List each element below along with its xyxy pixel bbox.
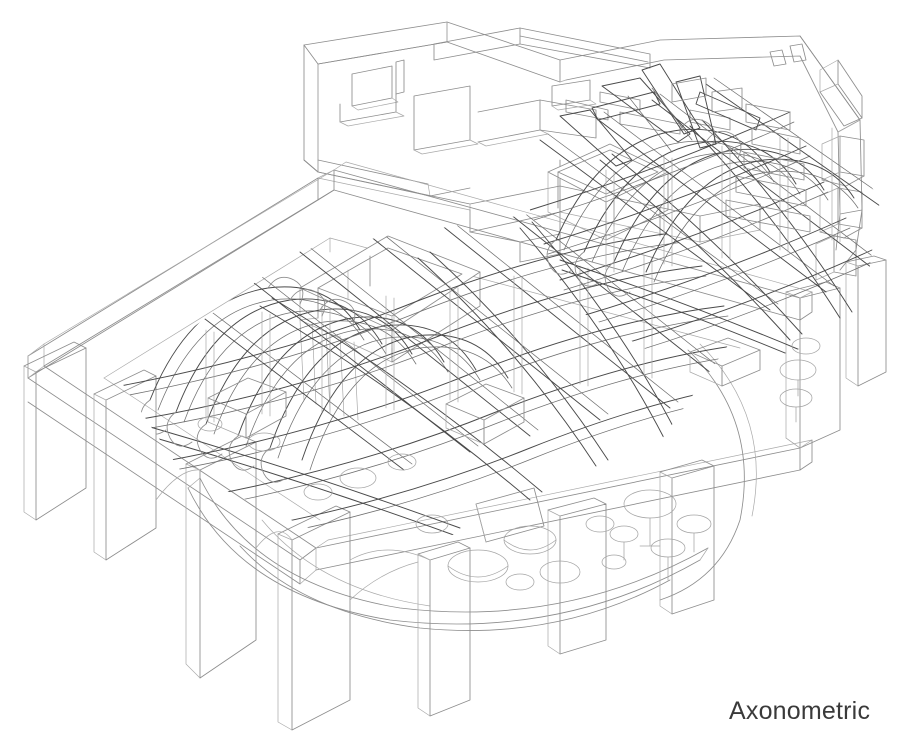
pilotis-columns-front [23,341,715,731]
curved-ground-plinth [187,343,757,631]
pilotis-columns-right [785,255,887,449]
canopy-upper-straps [559,63,811,233]
woven-canopy-lattice-right [529,77,880,361]
woven-canopy-lattice-left [120,207,760,545]
stepped-perimeter-wall [769,35,865,281]
cafe-tables-and-stools [197,337,821,591]
interior-partition-walls [339,27,731,155]
skylight-box [299,235,481,421]
interior-volumes [207,337,761,445]
